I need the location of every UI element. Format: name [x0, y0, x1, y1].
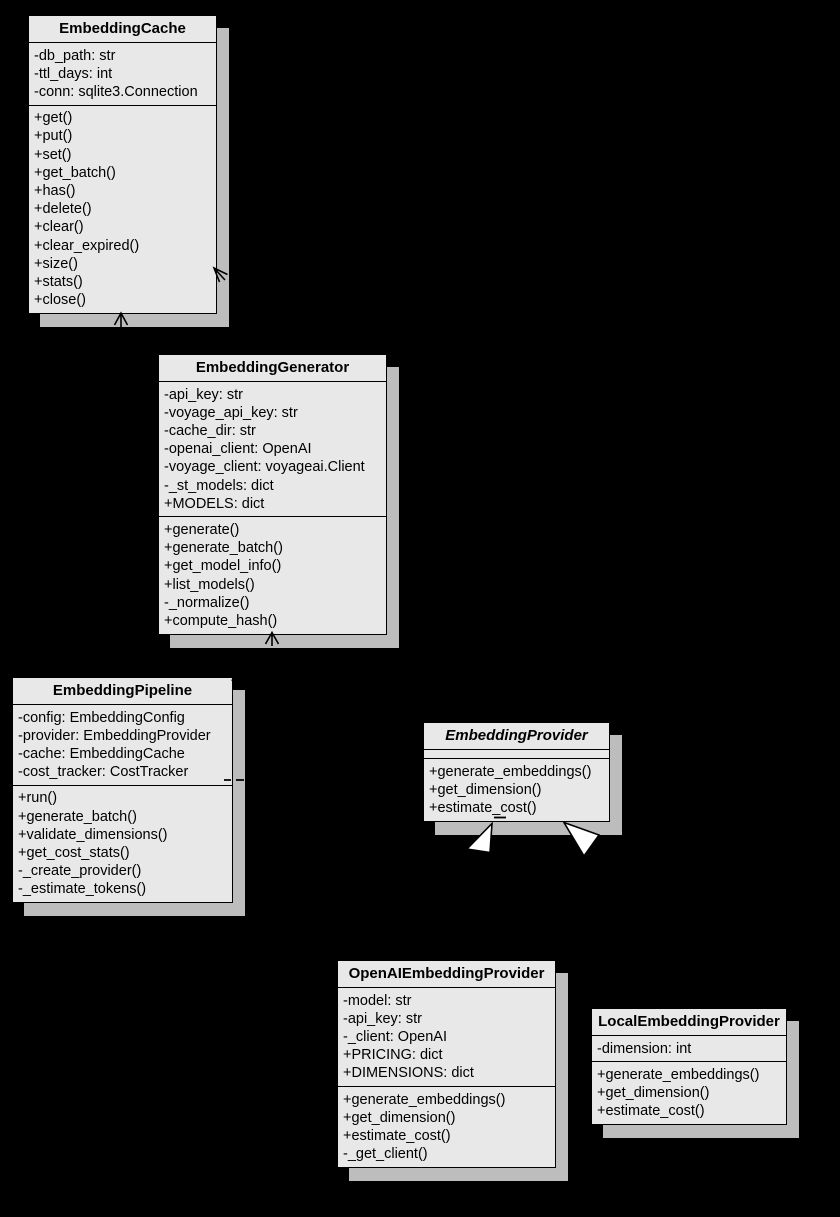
methods-section: +generate_embeddings() +get_dimension() … — [424, 759, 609, 821]
attribute: -cost_tracker: CostTracker — [18, 764, 189, 781]
method: +get_dimension() — [343, 1109, 456, 1126]
attribute: -api_key: str — [343, 1010, 422, 1027]
method: +get_dimension() — [597, 1084, 710, 1101]
method: +get_batch() — [34, 164, 116, 181]
method: +get_dimension() — [429, 781, 542, 798]
attributes-section: -config: EmbeddingConfig -provider: Embe… — [13, 705, 232, 786]
class-embeddingpipeline[interactable]: EmbeddingPipeline -config: EmbeddingConf… — [12, 677, 233, 904]
attributes-section: -api_key: str -voyage_api_key: str -cach… — [159, 382, 386, 518]
attribute: -_st_models: dict — [164, 477, 274, 494]
attributes-section: -model: str -api_key: str -_client: Open… — [338, 988, 555, 1088]
class-title: EmbeddingPipeline — [13, 678, 232, 705]
attribute: -db_path: str — [34, 47, 116, 64]
method: +stats() — [34, 273, 83, 290]
methods-section: +generate() +generate_batch() +get_model… — [159, 517, 386, 633]
class-embeddinggenerator[interactable]: EmbeddingGenerator -api_key: str -voyage… — [158, 354, 387, 635]
attribute: +MODELS: dict — [164, 495, 265, 512]
method: +delete() — [34, 201, 92, 218]
method: +generate_batch() — [164, 540, 283, 557]
method: +get_model_info() — [164, 558, 282, 575]
method: +estimate_cost() — [597, 1103, 705, 1120]
class-openaiembeddingprovider[interactable]: OpenAIEmbeddingProvider -model: str -api… — [337, 960, 556, 1168]
method: +generate_embeddings() — [343, 1091, 506, 1108]
attribute: +DIMENSIONS: dict — [343, 1065, 474, 1082]
method: +has() — [34, 182, 76, 199]
method: +estimate_cost() — [343, 1127, 451, 1144]
method: +put() — [34, 128, 73, 145]
association-arrowhead-icon — [231, 675, 245, 689]
method: -_normalize() — [164, 594, 250, 611]
attributes-section — [424, 750, 609, 759]
method: +generate() — [164, 521, 240, 538]
method: +compute_hash() — [164, 612, 278, 629]
attribute: -cache: EmbeddingCache — [18, 745, 185, 762]
attribute: -voyage_api_key: str — [164, 404, 298, 421]
class-embeddingprovider[interactable]: EmbeddingProvider +generate_embeddings()… — [423, 722, 610, 822]
attribute: +PRICING: dict — [343, 1047, 443, 1064]
method: +generate_batch() — [18, 808, 137, 825]
class-title: EmbeddingProvider — [424, 723, 609, 750]
attribute: -dimension: int — [597, 1040, 692, 1057]
class-title: LocalEmbeddingProvider — [592, 1009, 786, 1036]
methods-section: +generate_embeddings() +get_dimension() … — [592, 1062, 786, 1124]
attributes-section: -db_path: str -ttl_days: int -conn: sqli… — [29, 43, 216, 106]
method: +generate_embeddings() — [429, 763, 592, 780]
method: +run() — [18, 790, 58, 807]
class-title: OpenAIEmbeddingProvider — [338, 961, 555, 988]
attribute: -cache_dir: str — [164, 422, 256, 439]
attribute: -voyage_client: voyageai.Client — [164, 459, 365, 476]
methods-section: +run() +generate_batch() +validate_dimen… — [13, 786, 232, 902]
attribute: -config: EmbeddingConfig — [18, 709, 185, 726]
class-title: EmbeddingGenerator — [159, 355, 386, 382]
class-localembeddingprovider[interactable]: LocalEmbeddingProvider -dimension: int +… — [591, 1008, 787, 1125]
method: +clear_expired() — [34, 237, 140, 254]
attribute: -provider: EmbeddingProvider — [18, 727, 211, 744]
attribute: -conn: sqlite3.Connection — [34, 83, 198, 100]
method: +validate_dimensions() — [18, 826, 168, 843]
method: +list_models() — [164, 576, 255, 593]
method: -_estimate_tokens() — [18, 881, 147, 898]
association-arrowhead-icon — [113, 311, 129, 327]
method: +clear() — [34, 219, 84, 236]
inheritance-triangle-icon — [562, 820, 601, 858]
method: -_get_client() — [343, 1146, 428, 1163]
inheritance-triangle-icon — [465, 821, 493, 854]
method: +close() — [34, 292, 86, 309]
attribute: -model: str — [343, 992, 412, 1009]
attribute: -ttl_days: int — [34, 65, 113, 82]
class-title: EmbeddingCache — [29, 16, 216, 43]
class-embeddingcache[interactable]: EmbeddingCache -db_path: str -ttl_days: … — [28, 15, 217, 314]
attribute: -api_key: str — [164, 386, 243, 403]
method: +get_cost_stats() — [18, 844, 130, 861]
method: -_create_provider() — [18, 863, 142, 880]
method: +estimate_cost() — [429, 799, 537, 816]
method: +get() — [34, 110, 73, 127]
methods-section: +get() +put() +set() +get_batch() +has()… — [29, 106, 216, 313]
method: +generate_embeddings() — [597, 1066, 760, 1083]
method: +size() — [34, 255, 78, 272]
attribute: -_client: OpenAI — [343, 1028, 447, 1045]
attributes-section: -dimension: int — [592, 1036, 786, 1063]
attribute: -openai_client: OpenAI — [164, 441, 312, 458]
methods-section: +generate_embeddings() +get_dimension() … — [338, 1087, 555, 1167]
method: +set() — [34, 146, 72, 163]
